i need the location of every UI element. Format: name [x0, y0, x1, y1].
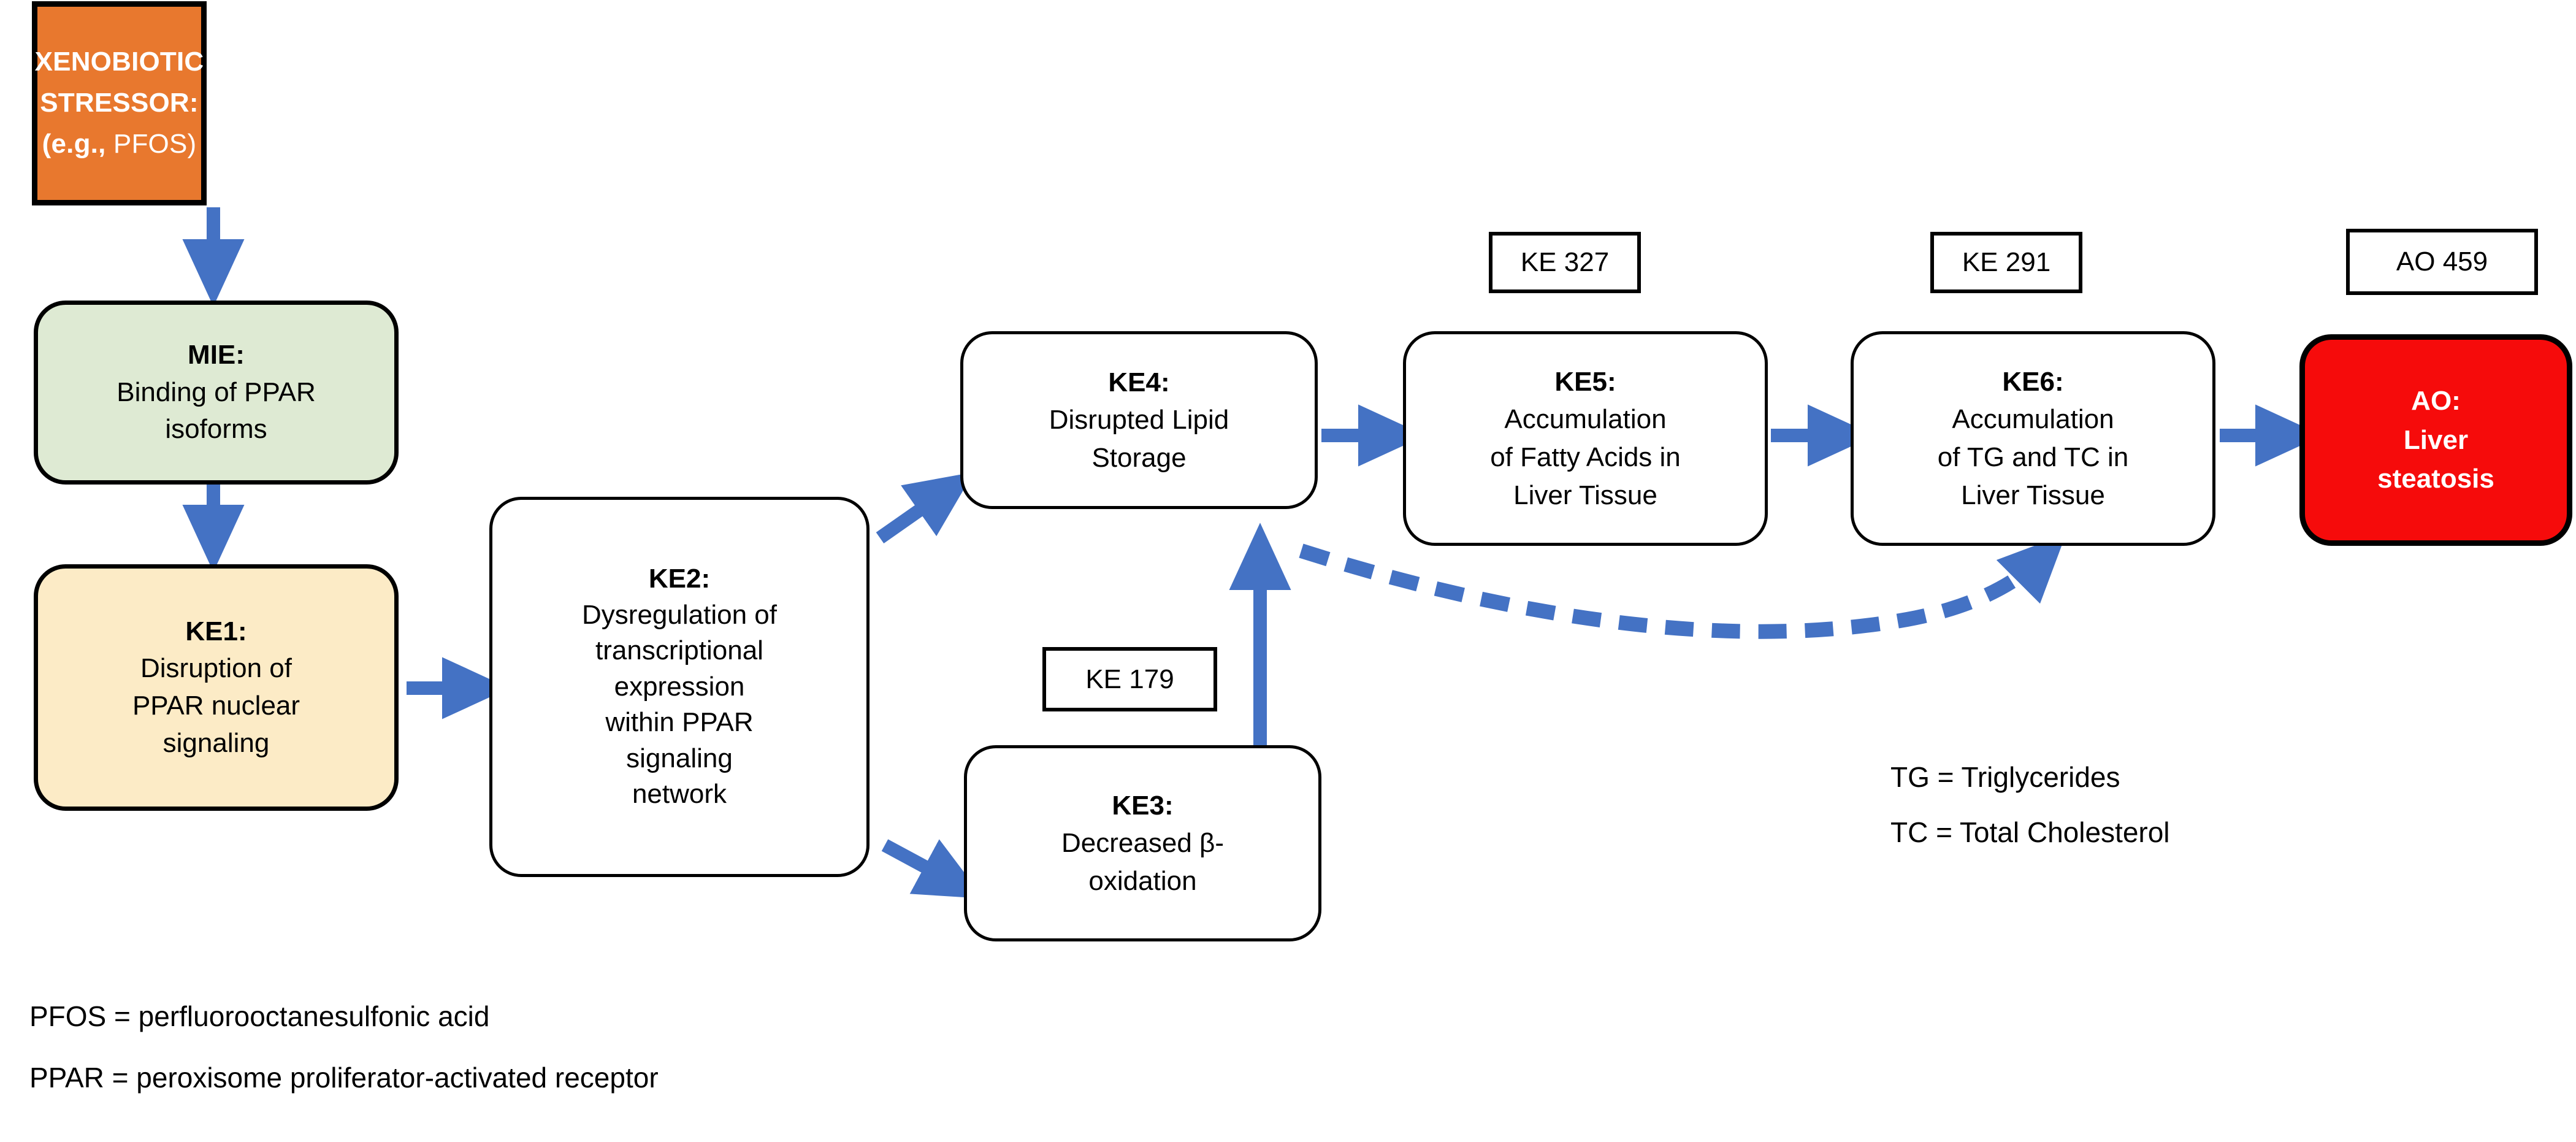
node-ao[interactable]: AO: Liver steatosis: [2299, 334, 2572, 546]
node-ke2[interactable]: KE2: Dysregulation of transcriptional ex…: [489, 497, 869, 877]
ke1-line-1: Disruption of: [140, 653, 292, 684]
ke5-line-2: of Fatty Acids in: [1490, 442, 1681, 472]
id-tag-ke291-label: KE 291: [1962, 247, 2051, 277]
ke5-title: KE5:: [1554, 366, 1616, 397]
ke2-line-1: Dysregulation of: [582, 599, 777, 630]
mie-title: MIE:: [188, 339, 245, 370]
stressor-line-3-bold: (e.g.,: [42, 128, 106, 159]
id-tag-ao459: AO 459: [2346, 229, 2538, 295]
mie-line-2: isoforms: [165, 414, 267, 445]
ke4-line-1: Disrupted Lipid: [1049, 405, 1229, 435]
stressor-line-3: (e.g., PFOS): [42, 124, 197, 165]
mie-line-1: Binding of PPAR: [117, 377, 316, 407]
id-tag-ke291: KE 291: [1930, 232, 2082, 293]
ke2-title: KE2:: [648, 564, 711, 594]
stressor-line-3-rest: PFOS): [105, 128, 197, 159]
ao-line-2: steatosis: [2377, 464, 2494, 494]
ke5-line-1: Accumulation: [1504, 404, 1667, 435]
legend-tc-label: TC = Total Cholesterol: [1890, 816, 2170, 848]
ke1-line-3: signaling: [162, 727, 270, 758]
ke6-title: KE6:: [2002, 366, 2064, 397]
node-mie[interactable]: MIE: Binding of PPAR isoforms: [34, 301, 399, 485]
ao-line-1: Liver: [2403, 424, 2469, 455]
footnote-ppar: PPAR = peroxisome proliferator-activated…: [29, 1061, 659, 1094]
ke4-title: KE4:: [1108, 367, 1170, 397]
ke6-line-1: Accumulation: [1952, 404, 2114, 435]
ao-title: AO:: [2411, 386, 2461, 416]
arrow-ke2-to-ke4: [876, 472, 974, 544]
ke3-line-2: oxidation: [1088, 865, 1197, 896]
ke3-title: KE3:: [1112, 790, 1174, 821]
ke2-line-2: transcriptional: [595, 635, 763, 666]
arrow-ke2-to-ke3: [881, 839, 984, 899]
ke5-line-3: Liver Tissue: [1513, 480, 1657, 510]
id-tag-ke327-label: KE 327: [1520, 247, 1610, 277]
ke1-title: KE1:: [185, 616, 247, 646]
ke3-line-1: Decreased β-: [1061, 828, 1224, 859]
legend-tc: TC = Total Cholesterol: [1890, 816, 2170, 849]
ke2-line-5: signaling: [626, 743, 733, 773]
node-xenobiotic-stressor[interactable]: XENOBIOTIC STRESSOR: (e.g., PFOS): [32, 1, 207, 205]
node-ke6[interactable]: KE6: Accumulation of TG and TC in Liver …: [1851, 331, 2215, 546]
arrow-ke4-to-ke6-dashed: [1299, 534, 2066, 639]
legend-tg: TG = Triglycerides: [1890, 761, 2120, 794]
footnote-ppar-label: PPAR = peroxisome proliferator-activated…: [29, 1062, 659, 1094]
ke2-line-4: within PPAR: [605, 707, 754, 738]
stressor-line-1: XENOBIOTIC: [34, 47, 204, 77]
id-tag-ke327: KE 327: [1489, 232, 1641, 293]
footnote-pfos-label: PFOS = perfluorooctanesulfonic acid: [29, 1000, 490, 1032]
node-ke5[interactable]: KE5: Accumulation of Fatty Acids in Live…: [1403, 331, 1768, 546]
ke2-line-3: expression: [614, 671, 745, 702]
node-ke3[interactable]: KE3: Decreased β- oxidation: [964, 745, 1321, 941]
stressor-line-2: STRESSOR:: [40, 88, 199, 118]
ke6-line-3: Liver Tissue: [1961, 480, 2105, 510]
id-tag-ke179-label: KE 179: [1085, 664, 1174, 694]
ke4-line-2: Storage: [1091, 442, 1187, 473]
id-tag-ao459-label: AO 459: [2396, 247, 2488, 277]
ke6-line-2: of TG and TC in: [1937, 442, 2129, 472]
footnote-pfos: PFOS = perfluorooctanesulfonic acid: [29, 1000, 489, 1033]
node-ke4[interactable]: KE4: Disrupted Lipid Storage: [960, 331, 1318, 509]
node-ke1[interactable]: KE1: Disruption of PPAR nuclear signalin…: [34, 564, 399, 811]
ke2-line-6: network: [632, 779, 727, 810]
legend-tg-label: TG = Triglycerides: [1890, 761, 2120, 793]
id-tag-ke179: KE 179: [1042, 647, 1217, 711]
ke1-line-2: PPAR nuclear: [132, 691, 300, 721]
